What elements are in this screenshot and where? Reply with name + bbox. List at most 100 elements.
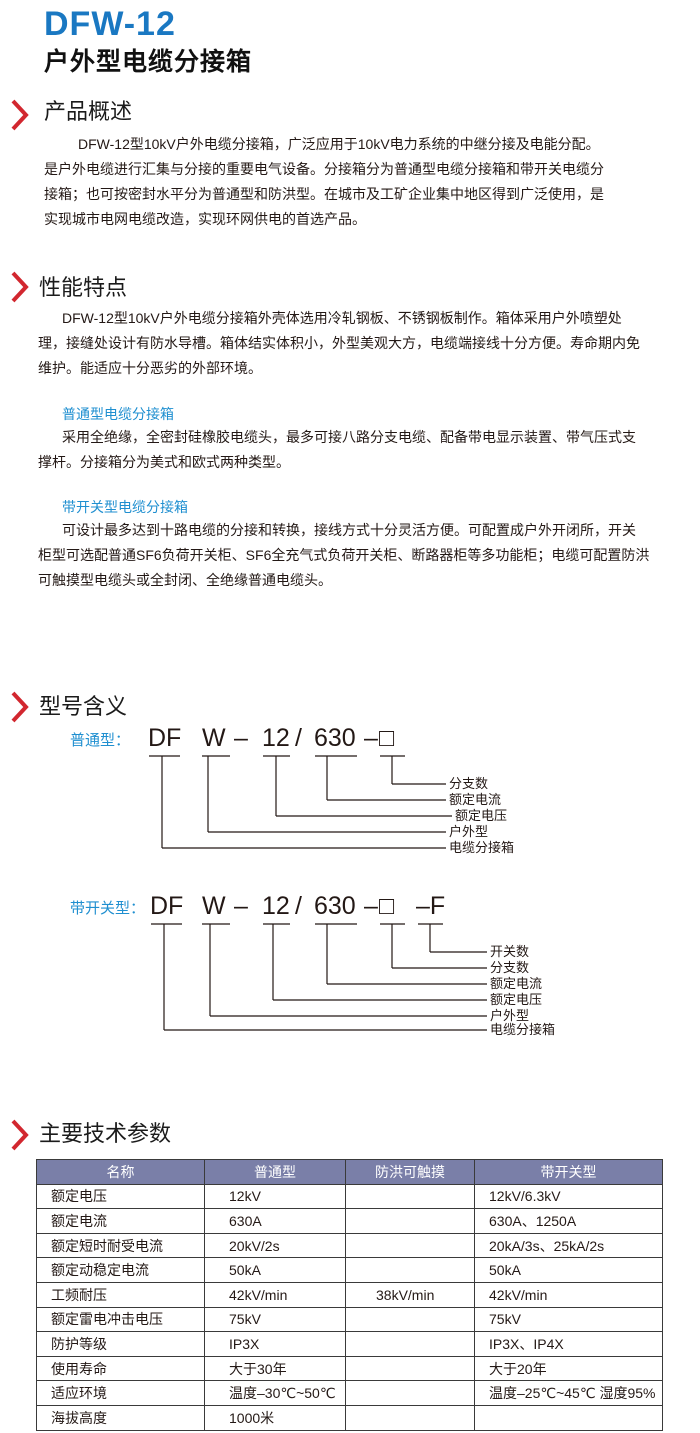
overview-line-2: 是户外电缆进行汇集与分接的重要电气设备。分接箱分为普通型电缆分接箱和带开关电缆分 [44, 161, 604, 177]
cell-name: 工频耐压 [36, 1281, 205, 1308]
cell-name: 防护等级 [36, 1331, 205, 1357]
cell-name: 额定电流 [36, 1208, 205, 1234]
legend-switch-cablebox: 电缆分接箱 [490, 1022, 556, 1037]
legend-normal-cablebox: 电缆分接箱 [449, 840, 515, 855]
model-normal-label: 普通型： [70, 732, 131, 749]
cell-normal: 50kA [204, 1257, 346, 1283]
spec-table: 名称 普通型 防洪可触摸 带开关型 额定电压 12kV 12kV/6.3kV 额… [36, 1159, 663, 1431]
model-code-part: – [364, 724, 378, 752]
cell-normal: 630A [204, 1208, 346, 1234]
model-code-part: 12 [262, 892, 290, 920]
cell-flood [345, 1331, 475, 1357]
table-row: 使用寿命 大于30年 大于20年 [36, 1355, 663, 1382]
header-normal: 普通型 [204, 1159, 346, 1185]
cell-flood [345, 1257, 475, 1283]
cell-switch: 温度–25℃~45℃ 湿度95% [474, 1380, 663, 1406]
spec-table-header: 名称 普通型 防洪可触摸 带开关型 [36, 1159, 663, 1185]
cell-name: 使用寿命 [36, 1355, 205, 1382]
cell-switch [474, 1404, 663, 1431]
cell-switch: IP3X、IP4X [474, 1331, 663, 1357]
cell-switch: 12kV/6.3kV [474, 1183, 663, 1210]
cell-normal: 20kV/2s [204, 1232, 346, 1259]
chevron-right-icon [11, 1119, 29, 1151]
cell-flood [345, 1404, 475, 1431]
section-title-overview: 产品概述 [44, 99, 133, 124]
legend-normal-voltage: 额定电压 [455, 808, 508, 823]
model-code-part: – [234, 724, 248, 752]
table-row: 防护等级 IP3X IP3X、IP4X [36, 1331, 663, 1357]
model-code-part: □ [379, 724, 395, 752]
section-title-specs: 主要技术参数 [39, 1121, 172, 1146]
table-row: 海拔高度 1000米 [36, 1404, 663, 1431]
table-row: 额定电压 12kV 12kV/6.3kV [36, 1183, 663, 1210]
header-name: 名称 [36, 1159, 205, 1185]
section-title-features: 性能特点 [39, 275, 128, 300]
model-code-part: W [202, 892, 226, 920]
cell-flood [345, 1355, 475, 1382]
model-code-part: 630 [314, 892, 356, 920]
model-code-part: DF [148, 724, 182, 752]
cell-switch: 75kV [474, 1306, 663, 1333]
model-code-part: –F [416, 892, 446, 920]
legend-switch-current: 额定电流 [490, 976, 543, 991]
cell-flood [345, 1380, 475, 1406]
cell-switch: 20kA/3s、25kA/2s [474, 1232, 663, 1259]
features-line-1: DFW-12型10kV户外电缆分接箱外壳体选用冷轧钢板、不锈钢板制作。箱体采用户… [62, 310, 622, 326]
features-line-3: 维护。能适应十分恶劣的外部环境。 [38, 360, 262, 376]
cell-normal: 大于30年 [204, 1355, 346, 1382]
cell-name: 额定短时耐受电流 [36, 1232, 205, 1259]
table-row: 额定雷电冲击电压 75kV 75kV [36, 1306, 663, 1333]
legend-normal-outdoor: 户外型 [449, 824, 489, 839]
model-code-part: / [295, 892, 302, 920]
cell-name: 额定动稳定电流 [36, 1257, 205, 1283]
cell-switch: 50kA [474, 1257, 663, 1283]
cell-flood [345, 1306, 475, 1333]
product-model: DFW-12 [44, 5, 176, 43]
model-code-part: DF [150, 892, 184, 920]
legend-switch-outdoor: 户外型 [490, 1008, 530, 1023]
chevron-right-icon [11, 691, 29, 723]
cell-normal: 42kV/min [204, 1281, 346, 1308]
table-row: 额定电流 630A 630A、1250A [36, 1208, 663, 1234]
legend-switch-switches: 开关数 [490, 944, 530, 959]
cell-name: 额定电压 [36, 1183, 205, 1210]
chevron-right-icon [11, 271, 29, 303]
cell-switch: 630A、1250A [474, 1208, 663, 1234]
switch-line-1: 可设计最多达到十路电缆的分接和转换，接线方式十分灵活方便。可配置成户外开闭所，开… [62, 522, 636, 538]
cell-flood [345, 1232, 475, 1259]
section-title-model: 型号含义 [39, 694, 128, 719]
model-code-part: / [295, 724, 302, 752]
cell-flood [345, 1208, 475, 1234]
cell-name: 适应环境 [36, 1380, 205, 1406]
normal-line-2: 撑杆。分接箱分为美式和欧式两种类型。 [38, 454, 290, 470]
cell-flood [345, 1183, 475, 1210]
legend-normal-branches: 分支数 [449, 776, 489, 791]
table-row: 额定动稳定电流 50kA 50kA [36, 1257, 663, 1283]
subtitle-normal: 普通型电缆分接箱 [62, 406, 174, 422]
table-row: 额定短时耐受电流 20kV/2s 20kA/3s、25kA/2s [36, 1232, 663, 1259]
subtitle-switch: 带开关型电缆分接箱 [62, 499, 188, 515]
model-code-part: □ [379, 892, 395, 920]
chevron-right-icon [11, 99, 29, 131]
header-flood: 防洪可触摸 [345, 1159, 475, 1185]
model-code-part: – [364, 892, 378, 920]
table-row: 适应环境 温度–30℃~50℃ 温度–25℃~45℃ 湿度95% [36, 1380, 663, 1406]
overview-line-3: 接箱；也可按密封水平分为普通型和防洪型。在城市及工矿企业集中地区得到广泛使用，是 [44, 186, 604, 202]
cell-normal: 1000米 [204, 1404, 346, 1431]
features-line-2: 理，接缝处设计有防水导槽。箱体结实体积小，外型美观大方，电缆端接线十分方便。寿命… [38, 335, 640, 351]
legend-normal-current: 额定电流 [449, 792, 502, 807]
overview-line-1: DFW-12型10kV户外电缆分接箱，广泛应用于10kV电力系统的中继分接及电能… [78, 136, 600, 152]
cell-normal: 12kV [204, 1183, 346, 1210]
model-code-part: 12 [262, 724, 290, 752]
legend-switch-branches: 分支数 [490, 960, 530, 975]
cell-normal: IP3X [204, 1331, 346, 1357]
cell-switch: 42kV/min [474, 1281, 663, 1308]
model-code-part: – [234, 892, 248, 920]
model-code-part: W [202, 724, 226, 752]
normal-line-1: 采用全绝缘，全密封硅橡胶电缆头，最多可接八路分支电缆、配备带电显示装置、带气压式… [62, 429, 636, 445]
model-switch-label: 带开关型： [70, 900, 146, 917]
cell-name: 海拔高度 [36, 1404, 205, 1431]
model-code-part: 630 [314, 724, 356, 752]
